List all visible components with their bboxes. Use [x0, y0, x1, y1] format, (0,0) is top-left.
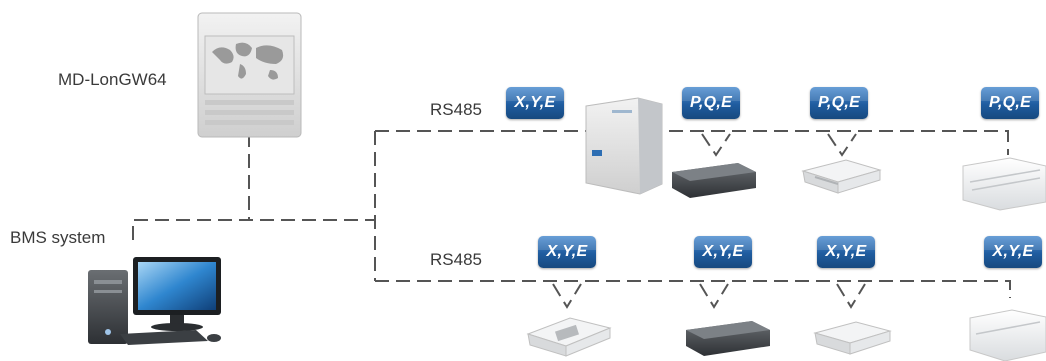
rs485-top-label: RS485 [430, 100, 482, 119]
rs485-bottom-label: RS485 [430, 250, 482, 269]
drop-top-1 [701, 133, 731, 157]
protocol-badge: P,Q,E [682, 87, 740, 119]
drop-top-2 [827, 133, 857, 157]
ceiling-floor-unit-icon [969, 309, 1046, 361]
bms-link [132, 219, 375, 240]
cassette-unit-icon [526, 317, 612, 357]
ducted-unit-icon [672, 163, 756, 198]
drop-bottom-1 [552, 283, 582, 309]
protocol-badge: X,Y,E [538, 236, 596, 268]
gateway-label: MD-LonGW64 [58, 70, 167, 89]
protocol-badge: X,Y,E [817, 236, 875, 268]
computer-workstation-icon [88, 257, 221, 345]
cassette-unit-icon [813, 321, 892, 355]
outdoor-unit-icon [585, 97, 663, 195]
bms-system-label: BMS system [10, 228, 106, 247]
protocol-badge: X,Y,E [984, 236, 1042, 268]
protocol-badge: X,Y,E [506, 87, 564, 119]
bottom-bus-line [375, 280, 1011, 298]
protocol-badge: P,Q,E [810, 87, 868, 119]
protocol-badge: P,Q,E [981, 87, 1039, 119]
ducted-unit-icon [686, 321, 770, 356]
top-bus-line [375, 130, 1009, 155]
drop-bottom-3 [836, 283, 866, 309]
drop-bottom-2 [699, 283, 729, 309]
gateway-device-icon [197, 12, 302, 138]
wiring [132, 130, 1011, 309]
ceiling-floor-unit-icon [962, 157, 1046, 211]
cassette-unit-icon [801, 159, 882, 194]
protocol-badge: X,Y,E [694, 236, 752, 268]
